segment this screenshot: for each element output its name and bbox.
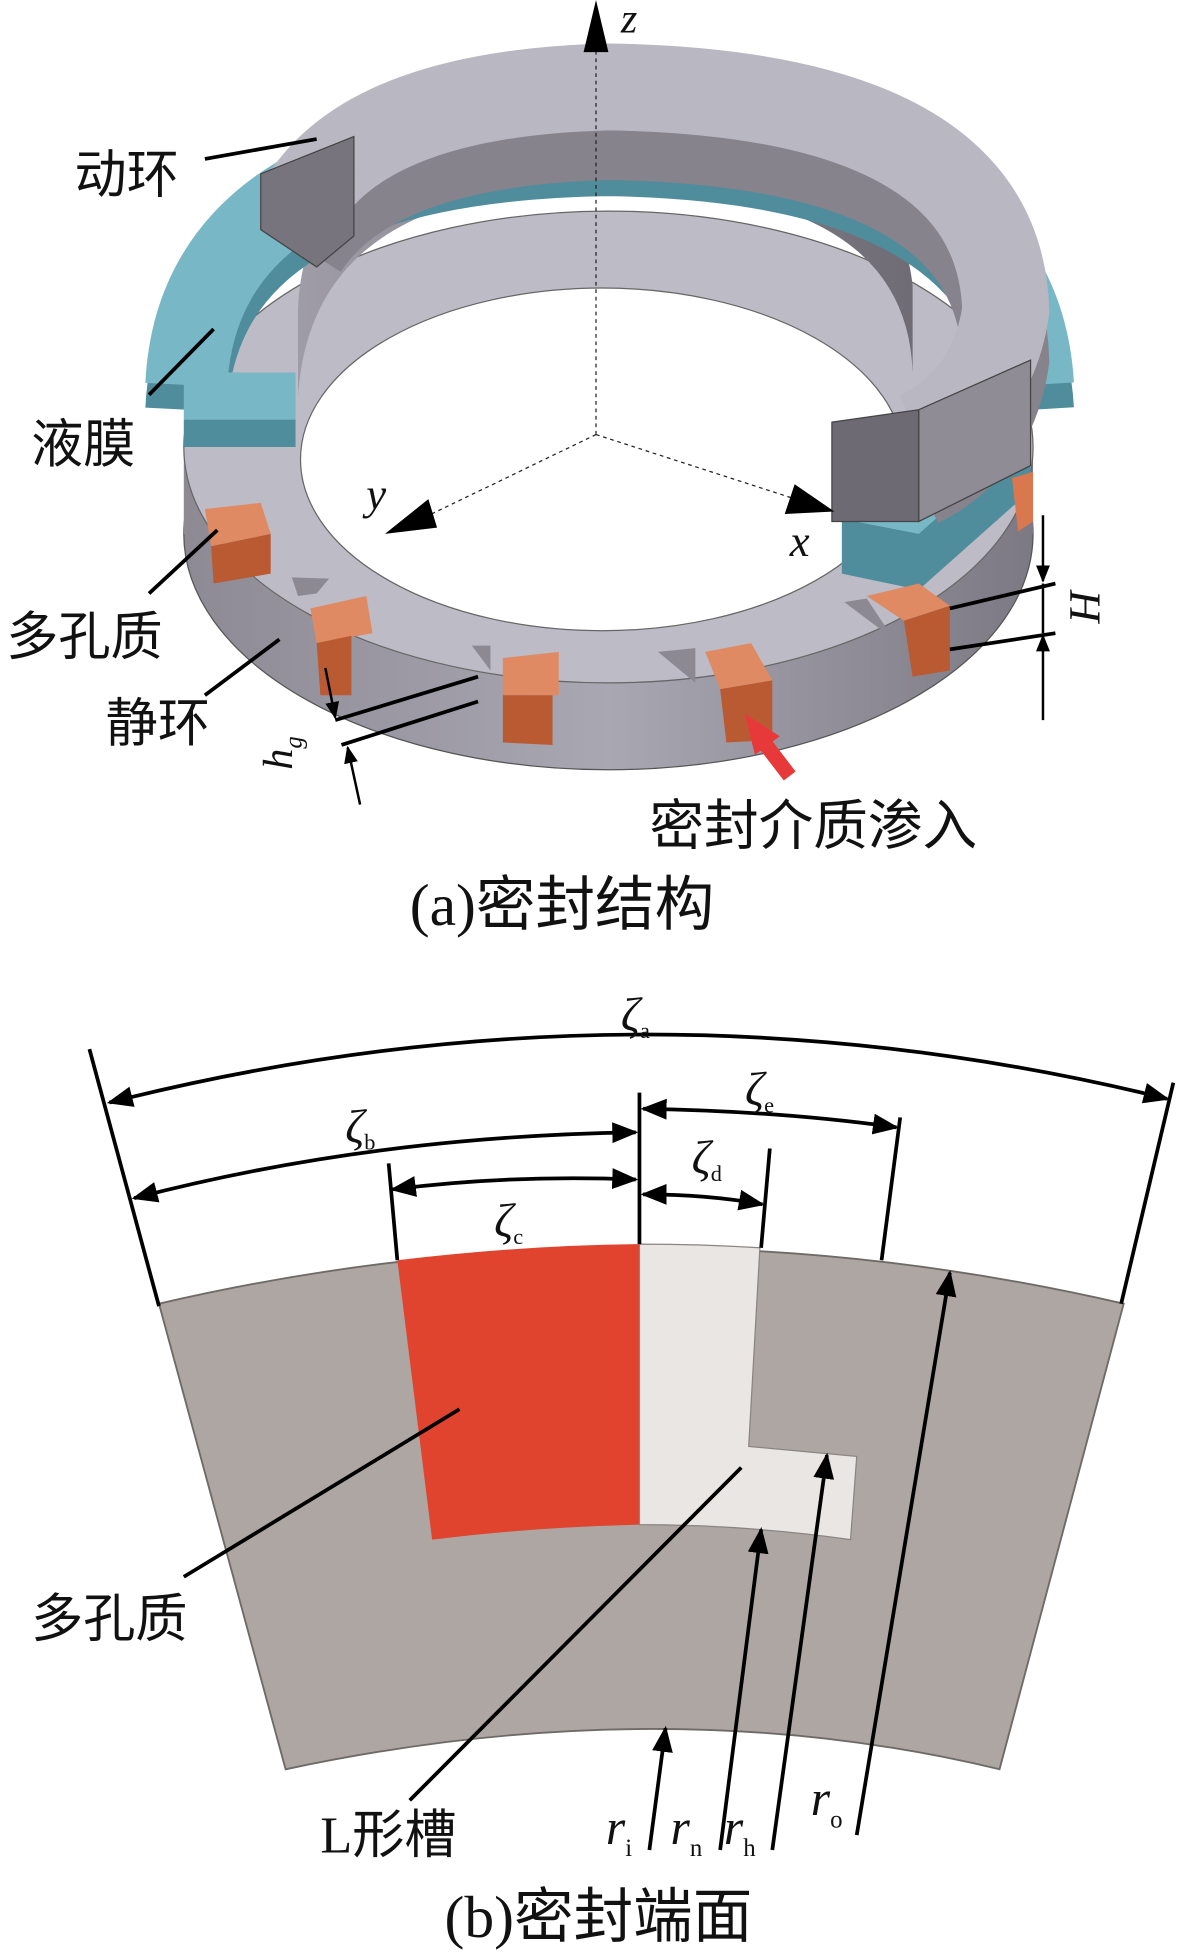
porous-pad bbox=[204, 502, 271, 584]
zeta-e-label: ζe bbox=[745, 1064, 774, 1117]
z-arrow-icon bbox=[583, 0, 609, 53]
zeta-d-dimension bbox=[640, 1183, 765, 1211]
l-shaped-groove bbox=[638, 1243, 858, 1541]
zeta-b-label: ζb bbox=[345, 1101, 375, 1154]
y-arrow-icon bbox=[384, 499, 438, 534]
zeta-c-dimension bbox=[389, 1168, 639, 1197]
dimension-H: H bbox=[949, 515, 1110, 721]
porous-label: 多孔质 bbox=[6, 609, 162, 666]
zeta-e-dimension bbox=[640, 1098, 900, 1135]
porous-region bbox=[397, 1244, 640, 1540]
porous-label-b: 多孔质 bbox=[31, 1591, 187, 1648]
zeta-c-label: ζc bbox=[494, 1196, 523, 1249]
panel-b-leader-lines bbox=[182, 1407, 743, 1802]
zeta-a-label: ζa bbox=[621, 990, 650, 1043]
porous-pad bbox=[502, 651, 559, 745]
l-groove-label: L形槽 bbox=[320, 1807, 456, 1864]
x-axis-label: x bbox=[789, 516, 810, 566]
dimension-arcs bbox=[106, 1032, 1170, 1211]
zeta-d-label: ζd bbox=[692, 1132, 722, 1185]
y-axis-label: y bbox=[362, 469, 386, 519]
H-label: H bbox=[1060, 589, 1110, 625]
ri-arrow bbox=[647, 1725, 673, 1851]
zeta-b-dimension bbox=[131, 1122, 639, 1203]
rotating-ring-label: 动环 bbox=[75, 147, 179, 204]
coordinate-axes: z y x bbox=[362, 0, 835, 566]
dimension-hg: hg bbox=[255, 667, 479, 805]
zeta-a-dimension bbox=[106, 1032, 1170, 1107]
ro-arrow bbox=[854, 1270, 957, 1836]
rh-arrow bbox=[770, 1452, 835, 1851]
hg-label: hg bbox=[255, 736, 308, 770]
rh-label: rh bbox=[724, 1800, 756, 1862]
y-axis bbox=[415, 434, 597, 523]
ro-label: ro bbox=[811, 1771, 843, 1833]
rn-label: rn bbox=[670, 1800, 702, 1862]
ri-label: ri bbox=[606, 1800, 632, 1862]
leader-lines bbox=[147, 137, 317, 697]
radius-arrows bbox=[647, 1270, 957, 1851]
porous-pad bbox=[1011, 471, 1034, 532]
panel-a-seal-structure: z y x 动环 液膜 多孔质 静环 H hg bbox=[6, 0, 1110, 938]
panel-a-caption: (a)密封结构 bbox=[410, 872, 714, 938]
porous-pad bbox=[866, 583, 950, 677]
rotating-ring bbox=[260, 43, 1050, 524]
z-axis-label: z bbox=[620, 0, 637, 42]
liquid-film-label: 液膜 bbox=[31, 417, 135, 474]
medium-inflow-arrow-icon bbox=[744, 713, 796, 781]
medium-inflow-label: 密封介质渗入 bbox=[649, 795, 977, 856]
panel-b-seal-face: ζa ζb ζc ζd ζe ri rn rh ro 多孔质 L形槽 (b)密封… bbox=[31, 990, 1176, 1950]
panel-b-caption: (b)密封端面 bbox=[445, 1884, 753, 1950]
porous-pad bbox=[310, 595, 373, 696]
x-arrow-icon bbox=[784, 484, 835, 515]
static-ring-label: 静环 bbox=[106, 696, 210, 753]
rn-arrow bbox=[718, 1527, 769, 1851]
